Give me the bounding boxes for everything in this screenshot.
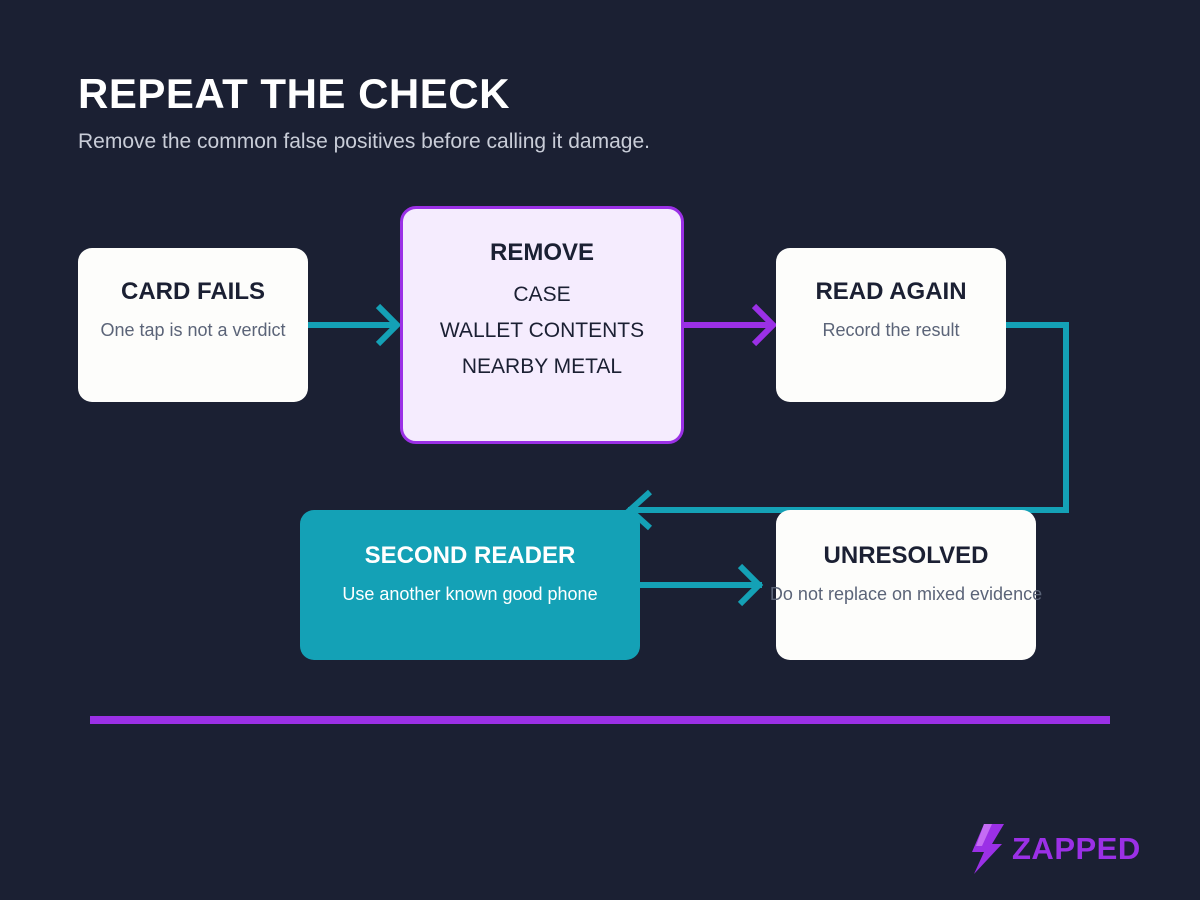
step-card-fails: CARD FAILS One tap is not a verdict [78, 248, 308, 402]
page-title: REPEAT THE CHECK [78, 70, 510, 117]
step-remove-list: CASE WALLET CONTENTS NEARBY METAL [440, 277, 644, 385]
step-second-reader-body: Use another known good phone [342, 584, 598, 604]
step-remove-item: NEARBY METAL [461, 355, 623, 378]
step-read-again-body: Record the result [822, 320, 960, 340]
step-remove-title: REMOVE [489, 239, 594, 266]
step-card-fails-title: CARD FAILS [121, 278, 265, 305]
arrow-card-fails-to-remove [308, 303, 402, 347]
brand-name: ZAPPED [1012, 831, 1141, 866]
divider-line [90, 716, 1110, 724]
lightning-bolt-icon [972, 824, 1004, 874]
step-second-reader: SECOND READER Use another known good pho… [300, 510, 640, 660]
step-remove-item: CASE [513, 283, 571, 306]
step-remove-item: WALLET CONTENTS [439, 319, 645, 342]
step-read-again-title: READ AGAIN [815, 278, 967, 305]
arrow-remove-to-read-again [684, 303, 778, 347]
step-unresolved-body: Do not replace on mixed evidence [769, 584, 1043, 604]
step-unresolved-title: UNRESOLVED [823, 542, 989, 569]
step-remove: REMOVE CASE WALLET CONTENTS NEARBY METAL [400, 206, 684, 444]
step-read-again: READ AGAIN Record the result [776, 248, 1006, 402]
page-subtitle: Remove the common false positives before… [78, 130, 650, 153]
step-second-reader-title: SECOND READER [364, 542, 576, 569]
step-card-fails-body: One tap is not a verdict [100, 320, 286, 340]
arrow-second-reader-to-unresolved [640, 563, 764, 607]
step-unresolved: UNRESOLVED Do not replace on mixed evide… [770, 510, 1042, 660]
brand-logo: ZAPPED [970, 824, 1141, 874]
